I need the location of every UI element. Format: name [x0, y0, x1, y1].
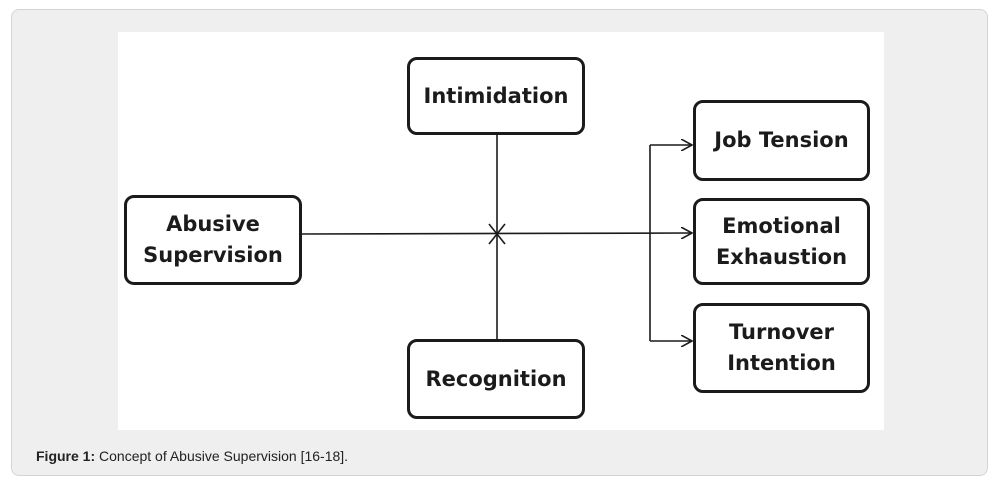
- figure-caption: Figure 1: Concept of Abusive Supervision…: [36, 448, 348, 464]
- diagram: Intimidation Abusive Supervision Recogni…: [118, 32, 884, 430]
- node-job-tension-label: Job Tension: [714, 128, 849, 152]
- caption-text: Concept of Abusive Supervision [16-18].: [99, 448, 349, 464]
- node-abusive-supervision-label: Abusive Supervision: [143, 212, 283, 267]
- node-emotional-exhaustion-label: Emotional Exhaustion: [715, 213, 848, 269]
- node-intimidation: Intimidation: [407, 57, 585, 135]
- caption-label: Figure 1:: [36, 448, 96, 464]
- intersection-mark: [488, 223, 506, 245]
- connector-lines: [299, 134, 884, 430]
- node-abusive-supervision: Abusive Supervision: [124, 195, 302, 285]
- node-job-tension: Job Tension: [693, 100, 870, 181]
- node-intimidation-label: Intimidation: [423, 83, 569, 108]
- node-emotional-exhaustion: Emotional Exhaustion: [693, 198, 870, 285]
- node-recognition-label: Recognition: [425, 366, 567, 391]
- node-turnover-intention: Turnover Intention: [693, 303, 870, 393]
- node-recognition: Recognition: [407, 339, 585, 419]
- node-turnover-intention-label: Turnover Intention: [727, 320, 836, 375]
